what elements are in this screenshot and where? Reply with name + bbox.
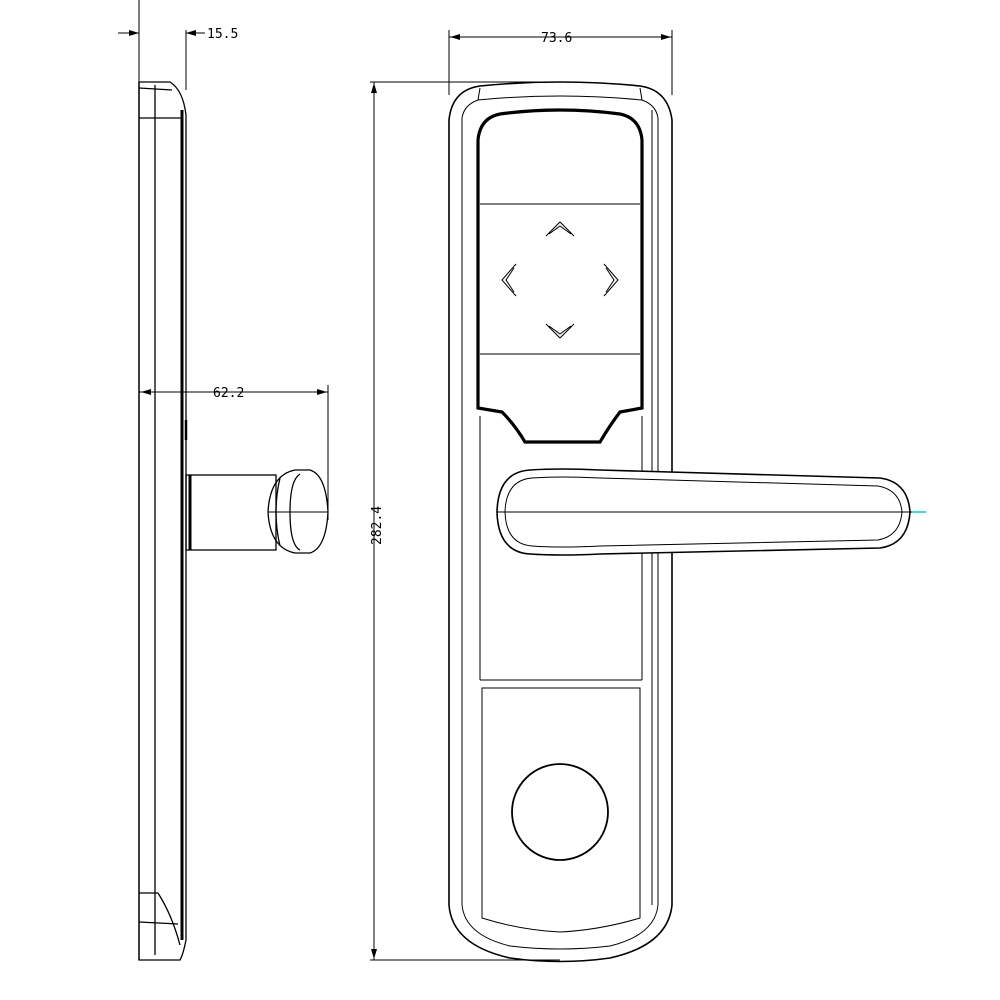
- dimension-handle-projection: [139, 385, 329, 520]
- dim-text-overall-height: 282.4: [370, 506, 385, 545]
- keypad-arrows: [501, 221, 619, 339]
- arrow-left-icon: [501, 263, 517, 297]
- arrow-down-icon: [545, 323, 575, 339]
- dimension-side-thickness: [118, 0, 205, 90]
- lever-handle: [496, 468, 926, 556]
- handle-side-profile: [185, 469, 329, 554]
- dim-text-front-width: 73.6: [541, 31, 572, 46]
- dimension-front-width: [448, 30, 673, 95]
- side-view: [118, 0, 329, 961]
- dim-text-side-thickness: 15.5: [207, 27, 238, 42]
- dim-text-handle-projection: 62.2: [213, 386, 244, 401]
- arrow-right-icon: [603, 263, 619, 297]
- front-view: [370, 30, 673, 963]
- key-cylinder-icon: [511, 763, 609, 861]
- arrow-up-icon: [545, 221, 575, 237]
